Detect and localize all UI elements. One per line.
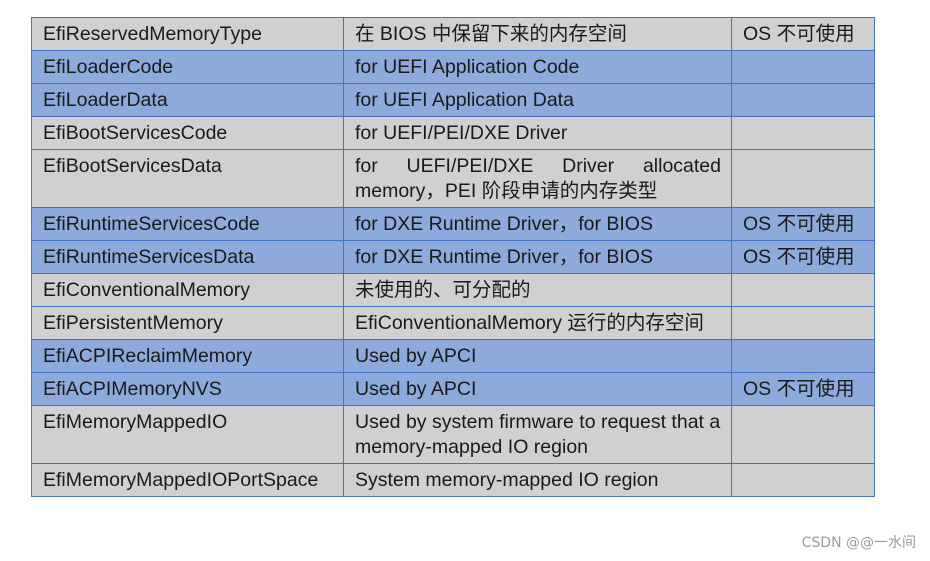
table-row: EfiACPIReclaimMemory Used by APCI bbox=[31, 339, 875, 373]
os-note-cell bbox=[731, 463, 875, 497]
memory-type-cell: EfiLoaderCode bbox=[31, 50, 344, 84]
os-note-cell: OS 不可使用 bbox=[731, 17, 875, 51]
os-note-cell bbox=[731, 50, 875, 84]
description-cell: System memory-mapped IO region bbox=[343, 463, 732, 497]
os-note-cell bbox=[731, 405, 875, 464]
description-cell: for DXE Runtime Driver，for BIOS bbox=[343, 207, 732, 241]
table-row: EfiLoaderData for UEFI Application Data bbox=[31, 83, 875, 117]
memory-type-cell: EfiBootServicesCode bbox=[31, 116, 344, 150]
memory-type-cell: EfiRuntimeServicesCode bbox=[31, 207, 344, 241]
description-cell: Used by system firmware to request that … bbox=[343, 405, 732, 464]
description-cell: 在 BIOS 中保留下来的内存空间 bbox=[343, 17, 732, 51]
os-note-cell: OS 不可使用 bbox=[731, 372, 875, 406]
description-cell: Used by APCI bbox=[343, 339, 732, 373]
memory-type-cell: EfiConventionalMemory bbox=[31, 273, 344, 307]
description-cell: for UEFI/PEI/DXE Driver bbox=[343, 116, 732, 150]
memory-type-cell: EfiPersistentMemory bbox=[31, 306, 344, 340]
description-cell: EfiConventionalMemory 运行的内存空间 bbox=[343, 306, 732, 340]
os-note-cell bbox=[731, 83, 875, 117]
memory-type-cell: EfiACPIReclaimMemory bbox=[31, 339, 344, 373]
table-row: EfiRuntimeServicesCode for DXE Runtime D… bbox=[31, 207, 875, 241]
os-note-cell bbox=[731, 149, 875, 208]
memory-type-cell: EfiACPIMemoryNVS bbox=[31, 372, 344, 406]
os-note-cell bbox=[731, 273, 875, 307]
memory-type-cell: EfiRuntimeServicesData bbox=[31, 240, 344, 274]
table-row: EfiBootServicesData for UEFI/PEI/DXE Dri… bbox=[31, 149, 875, 208]
memory-type-cell: EfiBootServicesData bbox=[31, 149, 344, 208]
csdn-watermark: CSDN @@一水间 bbox=[801, 535, 916, 551]
os-note-cell bbox=[731, 339, 875, 373]
memory-type-cell: EfiMemoryMappedIOPortSpace bbox=[31, 463, 344, 497]
os-note-cell bbox=[731, 306, 875, 340]
table-row: EfiReservedMemoryType 在 BIOS 中保留下来的内存空间 … bbox=[31, 17, 875, 51]
memory-type-table-body: EfiReservedMemoryType 在 BIOS 中保留下来的内存空间 … bbox=[31, 17, 875, 497]
description-cell: for UEFI Application Data bbox=[343, 83, 732, 117]
table-row: EfiMemoryMappedIO Used by system firmwar… bbox=[31, 405, 875, 464]
table-row: EfiRuntimeServicesData for DXE Runtime D… bbox=[31, 240, 875, 274]
os-note-cell bbox=[731, 116, 875, 150]
os-note-cell: OS 不可使用 bbox=[731, 207, 875, 241]
table-row: EfiPersistentMemory EfiConventionalMemor… bbox=[31, 306, 875, 340]
table-row: EfiLoaderCode for UEFI Application Code bbox=[31, 50, 875, 84]
memory-type-cell: EfiReservedMemoryType bbox=[31, 17, 344, 51]
os-note-cell: OS 不可使用 bbox=[731, 240, 875, 274]
table-row: EfiMemoryMappedIOPortSpace System memory… bbox=[31, 463, 875, 497]
description-cell: for UEFI Application Code bbox=[343, 50, 732, 84]
table-row: EfiBootServicesCode for UEFI/PEI/DXE Dri… bbox=[31, 116, 875, 150]
description-cell: 未使用的、可分配的 bbox=[343, 273, 732, 307]
description-cell: for UEFI/PEI/DXE Driver allocated memory… bbox=[343, 149, 732, 208]
memory-type-cell: EfiMemoryMappedIO bbox=[31, 405, 344, 464]
description-cell: for DXE Runtime Driver，for BIOS bbox=[343, 240, 732, 274]
memory-type-cell: EfiLoaderData bbox=[31, 83, 344, 117]
description-cell: Used by APCI bbox=[343, 372, 732, 406]
memory-type-table: EfiReservedMemoryType 在 BIOS 中保留下来的内存空间 … bbox=[31, 17, 875, 497]
table-row: EfiConventionalMemory 未使用的、可分配的 bbox=[31, 273, 875, 307]
table-row: EfiACPIMemoryNVS Used by APCI OS 不可使用 bbox=[31, 372, 875, 406]
